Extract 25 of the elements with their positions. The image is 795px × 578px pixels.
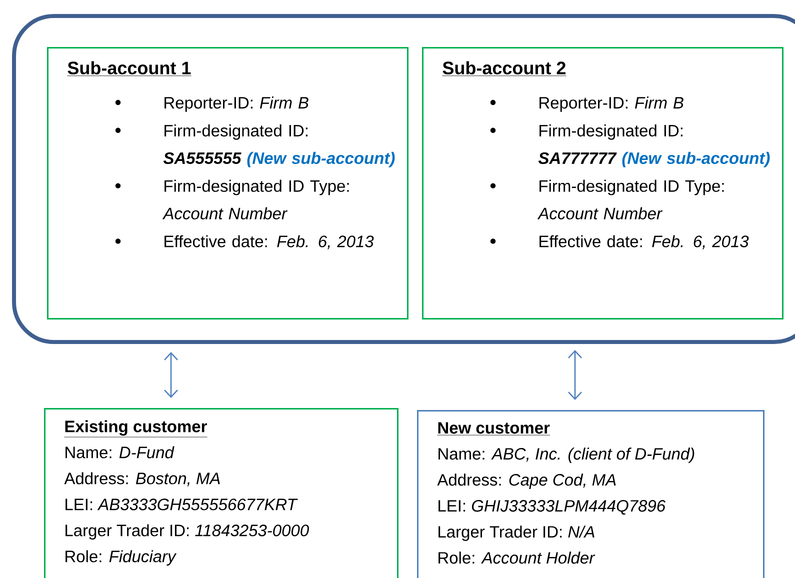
info-line: Name: ABC, Inc. (client of D-Fund): [438, 448, 694, 463]
info-line: LEI: AB3333GH555556677KRT: [66, 498, 298, 510]
info-line: Role: Fiduciary: [66, 550, 177, 566]
info-line: Address: Boston, MA: [64, 472, 220, 486]
bullet-item: Reporter-ID: Firm B: [540, 96, 684, 112]
info-line: Name: D-Fund: [66, 446, 174, 458]
info-line: Larger Trader ID: N/A: [438, 526, 594, 541]
double-arrow: [568, 350, 582, 400]
bullet-item: Firm-designated ID Type: Account Number: [537, 180, 724, 220]
box-heading: Existing customer: [64, 420, 208, 438]
bullet-item: Firm-designated ID: SA555555 (New sub-account): [163, 124, 395, 168]
box-heading: Sub-account 1: [67, 61, 192, 76]
rounded-frame: [12, 14, 795, 344]
info-line: Role: Account Holder: [438, 552, 596, 564]
box-heading: New customer: [437, 422, 550, 436]
bullet-item: Firm-designated ID: SA777777 (New sub-account): [538, 124, 770, 168]
info-line: LEI: GHIJ33333LPM444Q7896: [438, 500, 666, 515]
bullet-item: Effective date: Feb. 6, 2013: [164, 235, 374, 250]
info-line: Larger Trader ID: 11843253-0000: [66, 524, 309, 540]
box-heading: Sub-account 2: [442, 61, 566, 76]
double-arrow: [164, 352, 178, 398]
info-line: Address: Cape Cod, MA: [437, 474, 616, 489]
bullet-item: Reporter-ID: Firm B: [164, 96, 308, 112]
bullet-item: Effective date: Feb. 6, 2013: [540, 235, 749, 250]
bullet-item: Firm-designated ID Type: Account Number: [162, 180, 349, 220]
